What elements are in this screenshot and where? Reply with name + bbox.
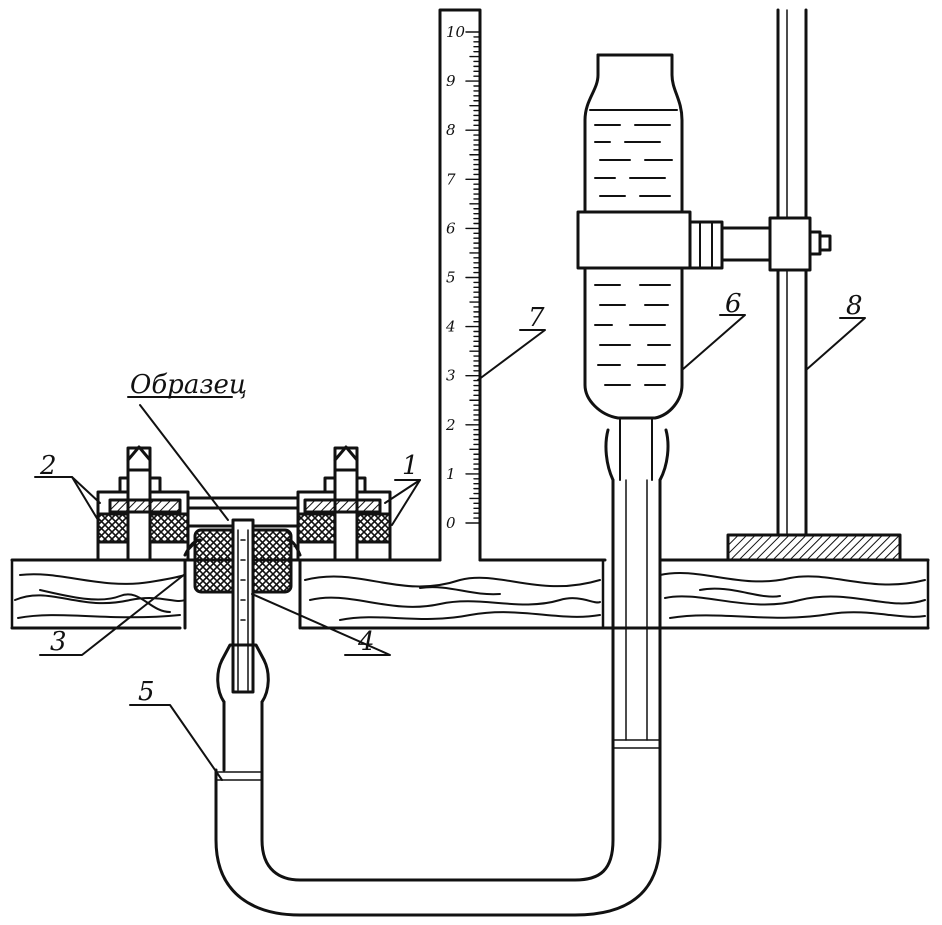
label-2: 2 xyxy=(39,451,57,481)
hose-connector-left xyxy=(216,643,270,772)
right-clamp-flange xyxy=(296,445,392,562)
label-sample: Образец xyxy=(130,370,247,400)
label-4: 4 xyxy=(357,627,375,657)
label-5: 5 xyxy=(138,677,155,707)
stand-rod xyxy=(726,8,902,562)
label-8: 8 xyxy=(846,291,863,321)
label-3: 3 xyxy=(50,627,67,657)
leader-lines xyxy=(34,314,866,781)
scale-tick-label: 5 xyxy=(446,269,456,287)
scale-tick-label: 0 xyxy=(446,514,456,532)
scale-tick-label: 9 xyxy=(446,72,456,90)
water-reservoir xyxy=(576,53,772,420)
wooden-base-board xyxy=(10,558,930,630)
scale-tick-label: 6 xyxy=(446,219,456,237)
label-7: 7 xyxy=(528,303,545,333)
scale-ruler xyxy=(438,8,482,562)
scale-tick-label: 4 xyxy=(445,318,456,336)
label-6: 6 xyxy=(725,289,742,319)
scale-tick-label: 8 xyxy=(446,121,456,139)
u-tube-hose xyxy=(214,738,662,917)
reservoir-pipe xyxy=(604,417,670,742)
scale-tick-label: 2 xyxy=(445,416,456,434)
scale-tick-label: 10 xyxy=(446,23,466,41)
outlet-tube xyxy=(231,518,255,694)
label-1: 1 xyxy=(402,451,419,481)
left-clamp-flange xyxy=(96,445,190,562)
scale-tick-label: 3 xyxy=(446,367,456,385)
scale-tick-label: 1 xyxy=(446,465,456,483)
scale-tick-label: 7 xyxy=(446,170,456,188)
